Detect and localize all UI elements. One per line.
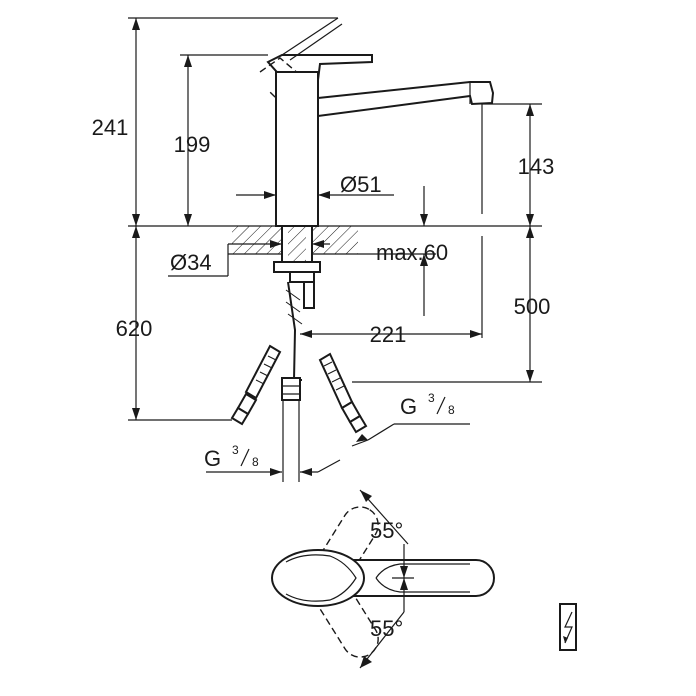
label-620: 620: [116, 316, 153, 341]
label-199: 199: [174, 132, 211, 157]
hoses: [230, 281, 368, 482]
countertop-hatch-left: [232, 226, 282, 254]
dimension-labels: 241 199 143 Ø51 Ø34 max.60 620 500 221 G…: [92, 115, 555, 641]
dimension-lines: [128, 17, 542, 476]
label-143: 143: [518, 154, 555, 179]
faucet-side-view: [259, 17, 495, 227]
label-d51: Ø51: [340, 172, 382, 197]
body-top-view: [271, 549, 365, 607]
mounting-nut: [273, 261, 321, 273]
label-d34: Ø34: [170, 250, 212, 275]
label-thread-left-base: G: [204, 446, 221, 471]
faucet-body: [275, 71, 319, 227]
label-thread-left-num: 3: [232, 443, 239, 457]
right-supply-hose: [318, 352, 368, 434]
label-500: 500: [514, 294, 551, 319]
label-221: 221: [370, 322, 407, 347]
spout-rotated-left-dashed: [302, 506, 379, 607]
label-thread-right-num: 3: [428, 391, 435, 405]
electrical-symbol-icon: [559, 603, 577, 651]
left-supply-hose: [230, 344, 282, 426]
label-241: 241: [92, 115, 129, 140]
label-angle-left: 55°: [370, 518, 403, 543]
countertop-section: [228, 225, 362, 309]
centre-hose: [281, 377, 301, 401]
label-thread-right-den: 8: [448, 403, 455, 417]
label-thread-right-base: G: [400, 394, 417, 419]
spout: [317, 81, 495, 118]
mounting-bracket: [289, 271, 315, 283]
faucet-top-view: [271, 489, 495, 669]
label-max60: max.60: [376, 240, 448, 265]
label-angle-right: 55°: [370, 616, 403, 641]
countertop-hatch-right: [312, 226, 358, 254]
label-thread-left-den: 8: [252, 455, 259, 469]
